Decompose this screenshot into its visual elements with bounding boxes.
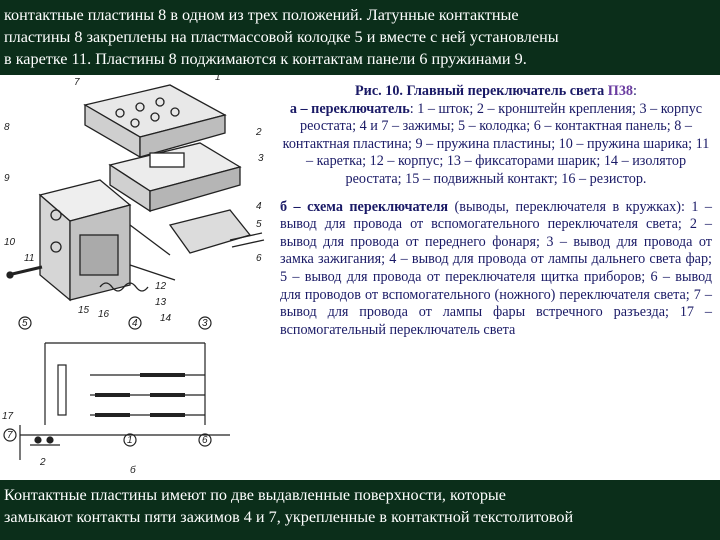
callout-9: 9 — [4, 173, 10, 184]
callout-numbers: 7 8 9 10 11 12 13 14 15 16 1 2 3 4 5 6 — [4, 75, 264, 324]
closing-line-2: замыкают контакты пяти зажимов 4 и 7, ук… — [4, 508, 574, 526]
callout-4: 4 — [256, 201, 262, 212]
callout-7: 7 — [74, 77, 80, 88]
callout-16: 16 — [98, 309, 110, 320]
closing-paragraph: Контактные пластины имеют по две выдавле… — [4, 484, 716, 528]
callout-5: 5 — [256, 219, 262, 230]
callout-6: 6 — [256, 253, 262, 264]
figure-name: Главный переключатель света — [406, 83, 605, 99]
terminal-2: 2 — [39, 457, 46, 468]
callout-14: 14 — [160, 313, 172, 324]
callout-15: 15 — [78, 305, 90, 316]
terminal-17: 17 — [2, 411, 14, 422]
intro-line-3: в каретке 11. Пластины 8 поджимаются к к… — [4, 50, 527, 68]
terminal-1: 1 — [127, 435, 133, 446]
part-a-text: : 1 – шток; 2 – кронштейн крепления; 3 –… — [282, 100, 710, 187]
terminal-5: 5 — [22, 318, 28, 329]
schema-label: б — [130, 464, 136, 476]
intro-paragraph: контактные пластины 8 в одном из трех по… — [4, 4, 716, 70]
switch-drawing: 7 8 9 10 11 12 13 14 15 16 1 2 3 4 5 6 — [2, 75, 265, 476]
terminal-6: 6 — [202, 435, 208, 446]
callout-8: 8 — [4, 122, 10, 133]
callout-3: 3 — [258, 153, 264, 164]
part-b-label: б – схема переключателя — [280, 198, 449, 215]
wiring-schema — [3, 316, 230, 460]
switch-figure: 7 8 9 10 11 12 13 14 15 16 1 2 3 4 5 6 — [0, 75, 272, 480]
figure-number: Рис. 10. — [355, 83, 403, 99]
caption-part-a: Рис. 10. Главный переключатель света П38… — [272, 75, 720, 189]
figure-caption: Рис. 10. Главный переключатель света П38… — [272, 75, 720, 480]
exploded-view — [6, 84, 265, 302]
intro-line-1: контактные пластины 8 в одном из трех по… — [4, 6, 519, 24]
callout-13: 13 — [155, 297, 167, 308]
part-a-label: а – переключатель — [289, 100, 410, 117]
callout-10: 10 — [4, 237, 16, 248]
part-b-text: (выводы, переключателя в кружках): 1 – в… — [280, 198, 712, 338]
callout-12: 12 — [155, 281, 167, 292]
callout-11: 11 — [24, 253, 34, 264]
callout-1: 1 — [215, 75, 221, 83]
intro-line-2: пластины 8 закреплены на пластмассовой к… — [4, 28, 559, 46]
terminal-3: 3 — [202, 318, 208, 329]
figure-colon: : — [633, 83, 637, 99]
terminal-4: 4 — [132, 318, 138, 329]
closing-line-1: Контактные пластины имеют по две выдавле… — [4, 486, 506, 504]
figure-code: П38 — [607, 83, 634, 99]
schema-terminal-labels: 5 4 3 1 6 2 7 17 б — [2, 318, 208, 476]
callout-2: 2 — [255, 127, 262, 138]
caption-part-b: б – схема переключателя (выводы, переклю… — [272, 189, 720, 340]
terminal-7: 7 — [7, 430, 13, 441]
